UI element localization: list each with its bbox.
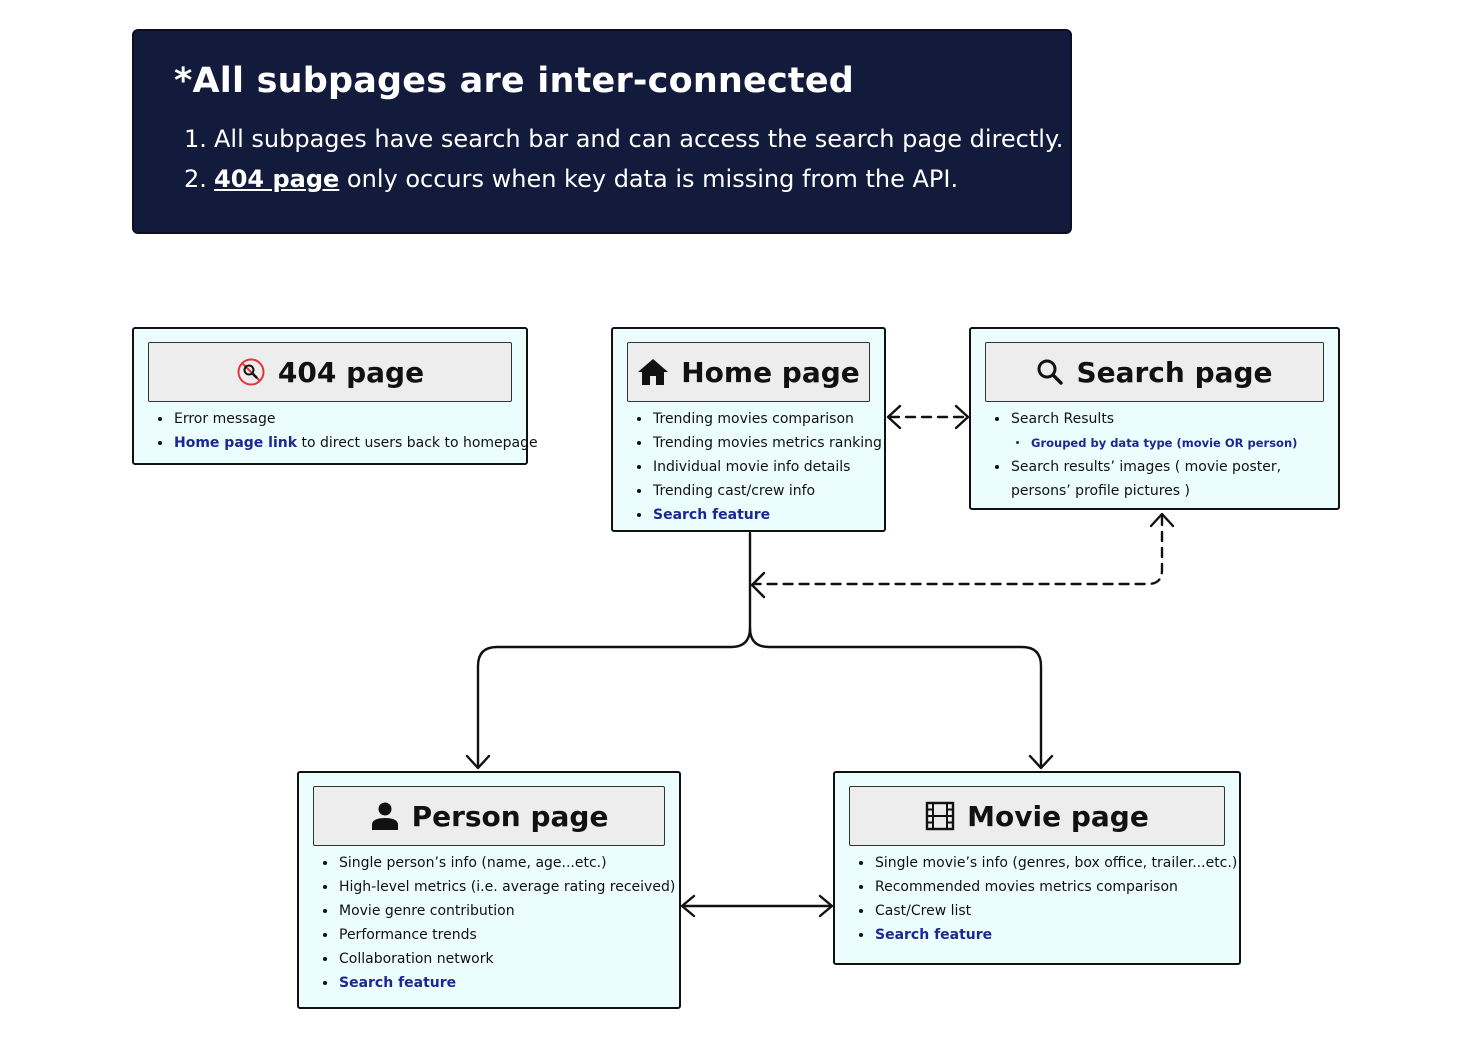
card-header: Search page [985, 342, 1324, 402]
banner-list: 1.All subpages have search bar and can a… [176, 119, 1063, 199]
card-movie-page: Movie page Single movie’s info (genres, … [833, 771, 1241, 965]
arrowhead-left [680, 894, 696, 918]
card-title: Home page [681, 355, 860, 389]
search-feature-link[interactable]: Search feature [875, 927, 993, 943]
banner-item: 2.404 page only occurs when key data is … [176, 159, 1063, 199]
list-item: Individual movie info details [633, 455, 878, 479]
card-header: Movie page [849, 786, 1225, 846]
list-item: Trending cast/crew info [633, 479, 878, 503]
card-title: Movie page [967, 799, 1149, 833]
list-item-text: to direct users back to homepage [297, 435, 538, 451]
arrowhead-down [1028, 754, 1054, 770]
list-item: Search feature [633, 503, 878, 527]
card-title: Search page [1076, 355, 1273, 389]
search-feature-link[interactable]: Search feature [339, 975, 457, 991]
film-icon [925, 801, 955, 831]
list-item: Trending movies metrics ranking [633, 431, 882, 455]
arrowhead-up [1149, 512, 1175, 528]
list-item: Search feature [855, 923, 1233, 947]
list-item: Search feature [319, 971, 673, 995]
search-home-connector [752, 514, 1164, 586]
list-item: Single movie’s info (genres, box office,… [855, 851, 1237, 875]
banner-item-text: only occurs when key data is missing fro… [339, 165, 959, 193]
card-person-page: Person page Single person’s info (name, … [297, 771, 681, 1009]
card-search-page: Search page Search Results Grouped by da… [969, 327, 1340, 510]
search-off-icon [236, 357, 266, 387]
banner-item-number: 2. [184, 165, 207, 193]
banner-item-number: 1. [184, 125, 207, 153]
feature-list: Single person’s info (name, age...etc.) … [319, 851, 675, 995]
card-header: 404 page [148, 342, 512, 402]
card-title: Person page [411, 799, 609, 833]
banner-item: 1.All subpages have search bar and can a… [176, 119, 1063, 159]
arrowhead-left [750, 571, 766, 599]
list-item: Single person’s info (name, age...etc.) [319, 851, 673, 875]
list-item: Search Results [991, 407, 1332, 431]
list-item: Error message [154, 407, 520, 431]
sub-list-item: Grouped by data type (movie OR person) [991, 431, 1332, 455]
list-item: Movie genre contribution [319, 899, 673, 923]
card-home-page: Home page Trending movies comparison Tre… [611, 327, 886, 532]
banner-title: *All subpages are inter-connected [174, 61, 855, 101]
feature-list: Error message Home page link to direct u… [154, 407, 538, 455]
card-title: 404 page [277, 355, 425, 389]
note-banner: *All subpages are inter-connected 1.All … [132, 29, 1072, 234]
home-trunk [476, 531, 752, 768]
arrowhead-down [465, 754, 491, 770]
arrowhead-left [886, 404, 902, 430]
feature-list: Search Results Grouped by data type (mov… [991, 407, 1332, 503]
feature-list: Single movie’s info (genres, box office,… [855, 851, 1237, 947]
list-item: Search results’ images ( movie poster, p… [991, 455, 1332, 503]
person-icon [370, 801, 400, 831]
card-header: Home page [627, 342, 870, 402]
list-item: Trending movies comparison [633, 407, 878, 431]
feature-list: Trending movies comparison Trending movi… [633, 407, 882, 527]
list-item: Home page link to direct users back to h… [154, 431, 538, 455]
list-item: Performance trends [319, 923, 673, 947]
banner-item-emphasis: 404 page [214, 165, 340, 193]
list-item: High-level metrics (i.e. average rating … [319, 875, 675, 899]
list-item: Cast/Crew list [855, 899, 1233, 923]
home-to-movie-branch [748, 626, 1043, 768]
arrowhead-right [954, 404, 970, 430]
search-feature-link[interactable]: Search feature [653, 507, 771, 523]
banner-item-text: All subpages have search bar and can acc… [214, 125, 1064, 153]
home-icon [637, 357, 669, 387]
search-icon [1036, 358, 1064, 386]
card-404-page: 404 page Error message Home page link to… [132, 327, 538, 465]
home-page-link[interactable]: Home page link [174, 435, 298, 451]
list-item: Collaboration network [319, 947, 673, 971]
card-header: Person page [313, 786, 665, 846]
list-item: Recommended movies metrics comparison [855, 875, 1233, 899]
arrowhead-right [818, 894, 834, 918]
